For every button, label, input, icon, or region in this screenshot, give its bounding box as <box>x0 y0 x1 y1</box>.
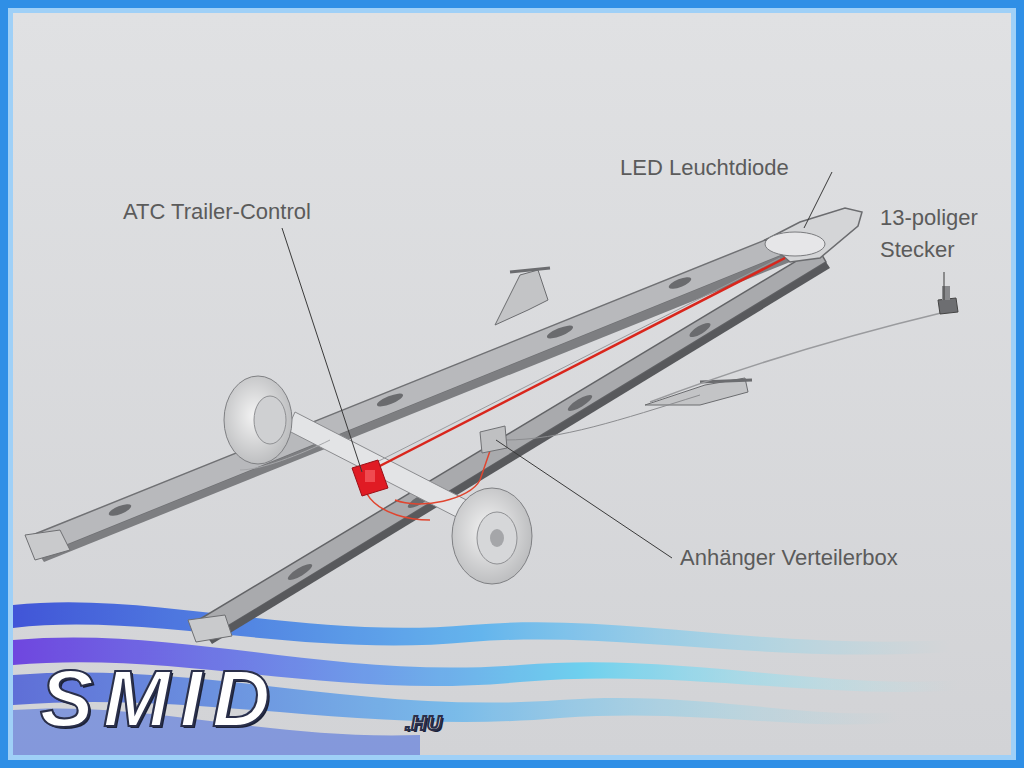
waves <box>13 602 960 755</box>
trailer-frame <box>25 208 862 644</box>
part-label: ATC Trailer-Control <box>123 196 311 228</box>
part-label: Anhänger Verteilerbox <box>680 542 898 574</box>
leader-lines <box>282 172 944 558</box>
logo-text: SMID <box>40 655 280 743</box>
atc-unit <box>352 460 388 496</box>
frame-glow <box>8 8 1016 760</box>
part-label: LED Leuchtdiode <box>620 152 789 184</box>
logo-suffix: .HU <box>405 712 442 734</box>
panel <box>13 13 1011 755</box>
wiring <box>240 258 945 520</box>
part-label: 13-poliger Stecker <box>880 202 1005 266</box>
distribution-box <box>480 426 507 453</box>
axle <box>287 412 478 524</box>
plug <box>938 286 958 314</box>
